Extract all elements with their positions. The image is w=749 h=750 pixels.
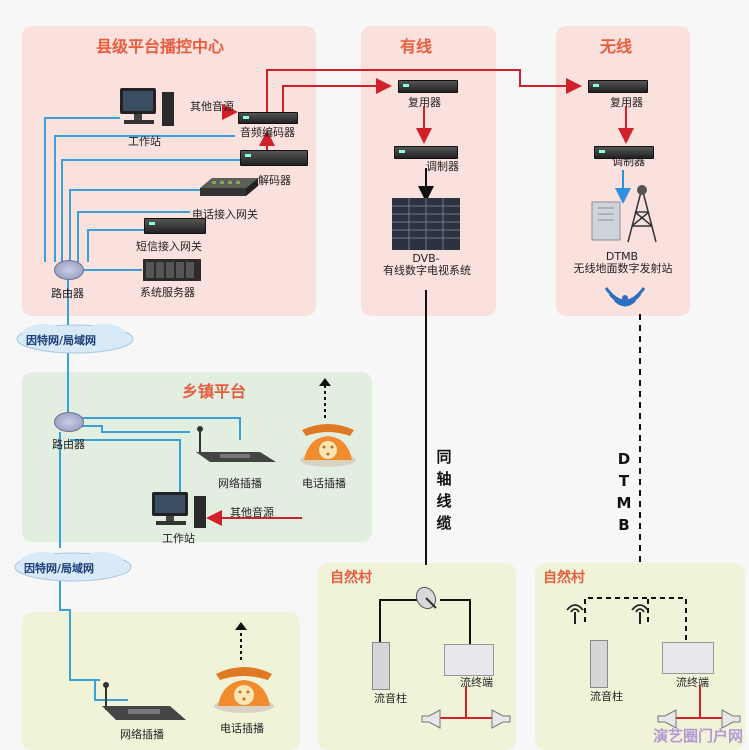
county-workstation-label: 工作站: [128, 135, 161, 148]
township-workstation-icon: [152, 492, 206, 528]
township-net-broadcast-icon: [196, 426, 276, 462]
cloud-icon-2: [14, 552, 132, 582]
coax-char: 线: [436, 492, 452, 510]
network-cloud-1-label: 因特网/局域网: [26, 334, 97, 347]
broadcast-signal-icon: [604, 287, 646, 307]
township-phone-icon: [300, 424, 356, 467]
bottom-phone-broadcast-label: 电话插播: [220, 722, 264, 735]
workstation-icon: [120, 88, 174, 126]
bottom-panel: [22, 612, 300, 750]
village-a-terminal-device: [444, 644, 494, 676]
village-a-column-device: [372, 642, 390, 690]
township-other-audio-label: 其他音源: [230, 506, 274, 519]
decoder-label: 解码器: [258, 174, 291, 187]
coax-label: 同 轴 线 缆: [434, 446, 454, 534]
cable-modulator-device: [394, 146, 458, 159]
cable-mux-label: 复用器: [408, 96, 441, 109]
county-router-label: 路由器: [51, 287, 84, 300]
township-router-label: 路由器: [52, 438, 85, 451]
dtmb-station-label-1: DTMB: [605, 250, 639, 263]
audio-encoder-label: 音频编码器: [240, 126, 295, 139]
dtmb-char: T: [618, 472, 630, 490]
dvb-system-label-1: DVB-: [412, 252, 440, 265]
township-workstation-label: 工作站: [162, 532, 195, 545]
township-panel-title: 乡镇平台: [182, 382, 247, 401]
village-b-title: 自然村: [543, 570, 585, 586]
wireless-mux-device: [588, 80, 648, 93]
township-net-broadcast-label: 网络插播: [218, 477, 262, 490]
cable-panel: [361, 26, 496, 316]
dvb-cabinet-icon: [392, 198, 460, 250]
coax-char: 缆: [436, 514, 452, 532]
cloud-icon-1: [16, 324, 134, 354]
sms-gateway-device: [144, 218, 206, 234]
wireless-mux-label: 复用器: [610, 96, 643, 109]
dtmb-transmitter-icon: [591, 185, 657, 243]
dvb-system-label-2: 有线数字电视系统: [383, 264, 471, 277]
phone-gateway-label: 电话接入网关: [192, 208, 258, 221]
decoder-device: [240, 150, 308, 166]
bottom-phone-icon: [214, 667, 274, 713]
township-router-icon: [54, 412, 84, 432]
county-router-icon: [54, 260, 84, 280]
wireless-modulator-device: [594, 146, 654, 159]
dtmb-char: M: [616, 494, 632, 512]
sms-gateway-label: 短信接入网关: [136, 240, 202, 253]
system-server-label: 系统服务器: [140, 286, 195, 299]
speaker-icon: [491, 709, 511, 729]
speaker-icon: [657, 709, 677, 729]
bottom-net-broadcast-icon: [102, 682, 186, 720]
cable-panel-title: 有线: [400, 37, 433, 56]
phone-gateway-icon: [200, 178, 258, 196]
dtmb-char: D: [617, 450, 631, 468]
speaker-icon: [721, 709, 741, 729]
village-b-column-device: [590, 640, 608, 688]
village-a-title: 自然村: [330, 570, 372, 586]
cable-mux-device: [398, 80, 458, 93]
watermark: 演艺圈门户网: [652, 727, 743, 745]
speaker-icon: [421, 709, 441, 729]
township-phone-broadcast-label: 电话插播: [302, 477, 346, 490]
dtmb-station-label-2: 无线地面数字发射站: [573, 262, 673, 275]
coax-char: 轴: [436, 470, 452, 488]
audio-encoder-device: [238, 112, 298, 124]
village-a-terminal-label: 流终端: [460, 676, 493, 689]
dtmb-link-label: D T M B: [614, 448, 634, 536]
system-server-icon: [143, 259, 201, 281]
antenna-icon: [566, 604, 584, 624]
bottom-net-broadcast-label: 网络插播: [120, 728, 164, 741]
cable-modulator-label: 调制器: [426, 160, 459, 173]
county-panel-title: 县级平台播控中心: [96, 37, 225, 56]
wireless-modulator-label: 调制器: [612, 155, 645, 168]
network-cloud-2-label: 因特网/局域网: [24, 562, 95, 575]
village-b-terminal-label: 流终端: [676, 676, 709, 689]
antenna-icon: [631, 604, 649, 624]
dtmb-char: B: [618, 516, 630, 534]
county-other-audio-label: 其他音源: [190, 100, 234, 113]
village-b-terminal-device: [662, 642, 714, 674]
village-b-column-label: 流音柱: [590, 690, 623, 703]
wireless-panel-title: 无线: [600, 37, 633, 56]
village-a-column-label: 流音柱: [374, 692, 407, 705]
coax-char: 同: [436, 448, 452, 466]
satellite-dish-icon: [415, 586, 437, 610]
